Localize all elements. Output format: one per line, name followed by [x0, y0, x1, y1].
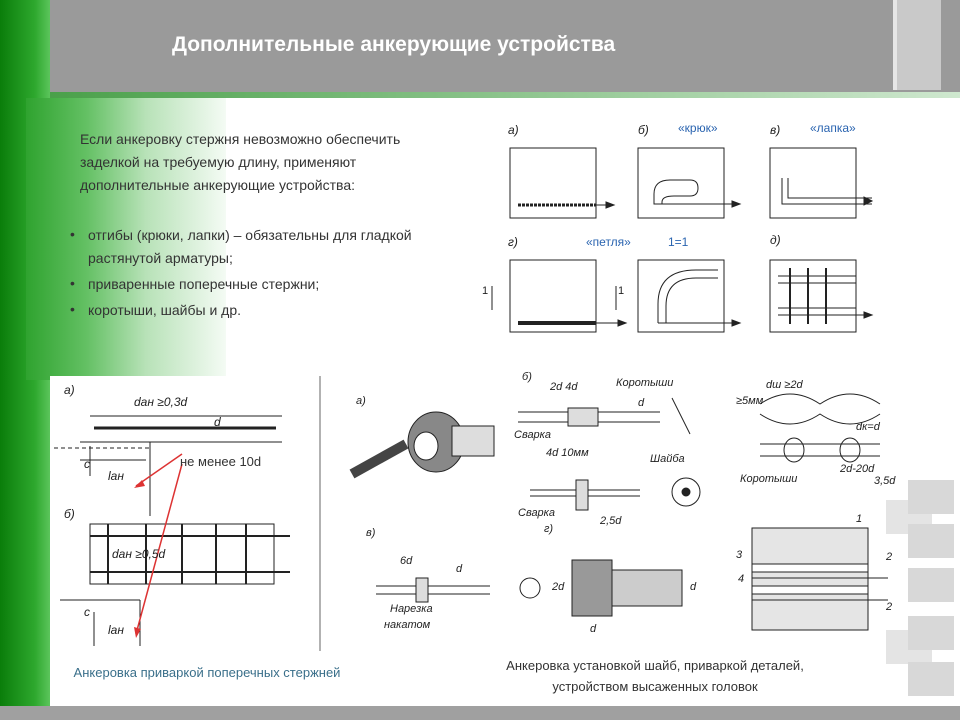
dim-label: 4d 10мм: [546, 447, 589, 459]
nakatom-label: накатом: [384, 619, 431, 631]
panel-label: в): [770, 123, 780, 137]
dim-label: c: [84, 457, 90, 471]
dim-label: 2d 4d: [549, 381, 578, 393]
panel-label: г): [508, 235, 518, 249]
shaiba-label: Шайба: [650, 453, 685, 465]
panel-label: д): [770, 233, 781, 247]
panel-label: б): [64, 507, 75, 521]
top-figure: а) б) в) г) д) «крюк» «лапка» «петля» 1=…: [482, 121, 874, 333]
korotysh-label: Коротыши: [740, 473, 797, 485]
dim-label: 6d: [400, 555, 413, 567]
dim-label: d: [590, 623, 597, 635]
dim-label: lан: [108, 623, 124, 637]
panel-label: б): [638, 123, 649, 137]
dim-label: 2d: [551, 581, 565, 593]
dim-label: ≥5мм: [736, 395, 764, 407]
header-bar: [50, 0, 960, 92]
right-figure: а) б) в) г) 2d 4d Коротыши Сварка 4d 10м…: [349, 371, 896, 635]
bottom-bar: [0, 706, 960, 720]
left-figure: а) б) dан ≥0,3d dан ≥0,5d d c lан c lан …: [50, 376, 322, 656]
svarka-label: Сварка: [518, 507, 555, 519]
panel-label: в): [366, 527, 376, 539]
mark-label: 2: [885, 551, 892, 563]
section-label: 1=1: [668, 235, 689, 249]
slide-title: Дополнительные анкерующие устройства: [172, 33, 616, 56]
caption-right: Анкеровка установкой шайб, приваркой дет…: [506, 658, 804, 694]
dim-label: lан: [108, 469, 124, 483]
panel-label: а): [356, 395, 366, 407]
header-underline: [50, 92, 960, 98]
dim-label: d: [456, 563, 463, 575]
mark-label: 3: [736, 549, 743, 561]
dim-label: 2,5d: [599, 515, 622, 527]
dim-label: d: [638, 397, 645, 409]
bullet-item: приваренные поперечные стержни;: [70, 272, 420, 296]
bullet-item: коротыши, шайбы и др.: [70, 298, 420, 322]
section-mark: 1: [618, 285, 624, 297]
mark-label: 4: [738, 573, 744, 585]
deco-square: [886, 630, 932, 664]
lapka-label: «лапка»: [810, 121, 856, 135]
bullet-list: отгибы (крюки, лапки) – обязательны для …: [70, 223, 420, 325]
dim-label: 2d-20d: [839, 463, 875, 475]
caption-left: Анкеровка приваркой поперечных стержней: [73, 665, 341, 680]
hook-label: «крюк»: [678, 121, 718, 135]
dim-label: c: [84, 605, 90, 619]
deco-square: [908, 662, 954, 696]
dim-label: dк=d: [856, 421, 881, 433]
dim-label: d: [690, 581, 697, 593]
mark-label: 1: [856, 513, 862, 525]
korotysh-label: Коротыши: [616, 377, 673, 389]
bullet-item: отгибы (крюки, лапки) – обязательны для …: [70, 223, 420, 270]
dim-label: d: [214, 415, 221, 429]
section-mark: 1: [482, 285, 488, 297]
deco-square: [908, 568, 954, 602]
dim-label: dш ≥2d: [766, 379, 803, 391]
panel-label: а): [508, 123, 519, 137]
deco-square: [908, 524, 954, 558]
panel-label: б): [522, 371, 532, 383]
loop-label: «петля»: [586, 235, 631, 249]
intro-text: Если анкеровку стержня невозможно обеспе…: [80, 131, 401, 193]
annotation-min-10d: не менее 10d: [180, 454, 261, 469]
panel-label: г): [544, 523, 553, 535]
mark-label: 2: [885, 601, 892, 613]
formula: dан ≥0,5d: [112, 547, 166, 561]
header-corner-square: [893, 0, 941, 90]
panel-label: а): [64, 383, 75, 397]
dim-label: 3,5d: [874, 475, 896, 487]
formula: dан ≥0,3d: [134, 395, 188, 409]
svarka-label: Сварка: [514, 429, 551, 441]
narezka-label: Нарезка: [390, 603, 433, 615]
